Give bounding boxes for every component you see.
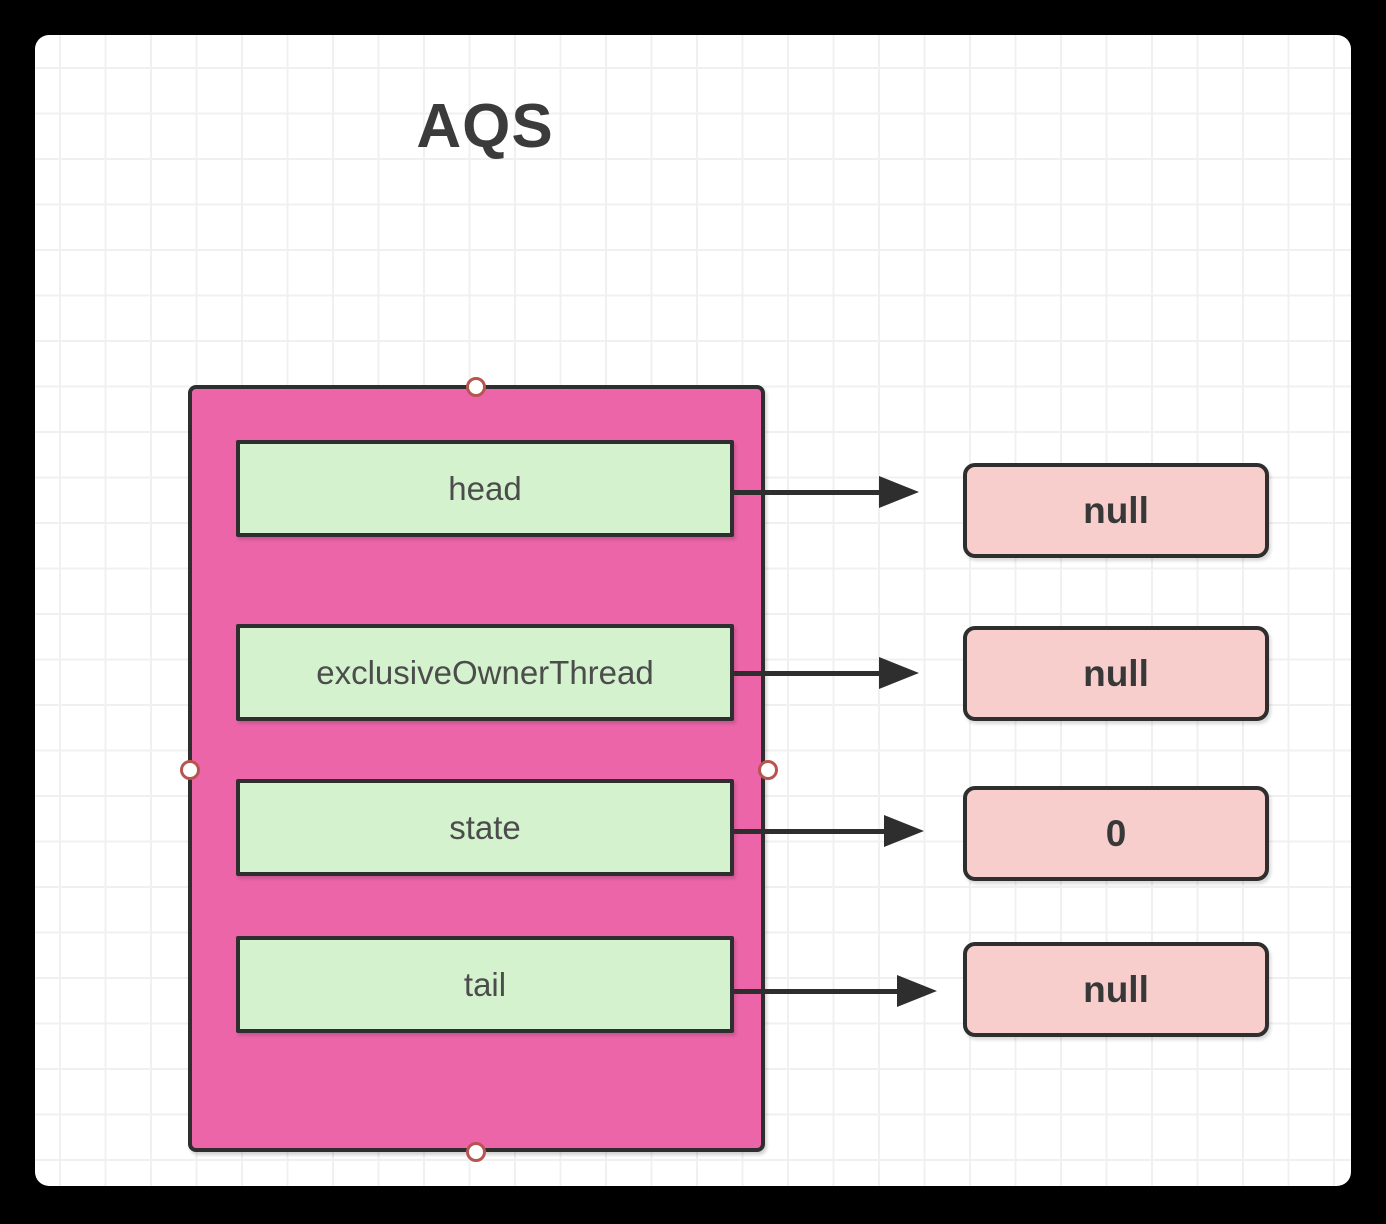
connection-handle-right[interactable] (758, 760, 778, 780)
field-shape-exclusive-owner-thread[interactable]: exclusiveOwnerThread (236, 624, 734, 721)
connection-handle-top[interactable] (466, 377, 486, 397)
connector-arrow-state[interactable] (734, 815, 924, 847)
value-shape-head[interactable]: null (963, 463, 1269, 558)
arrow-line (734, 670, 879, 676)
connection-handle-bottom[interactable] (466, 1142, 486, 1162)
field-label-head: head (448, 469, 522, 507)
field-label-exclusive-owner-thread: exclusiveOwnerThread (316, 653, 654, 691)
arrow-line (734, 828, 884, 834)
value-shape-exclusive-owner-thread[interactable]: null (963, 626, 1269, 721)
value-text-state: 0 (1105, 812, 1127, 854)
arrowhead-icon (884, 815, 924, 847)
field-shape-tail[interactable]: tail (236, 936, 734, 1033)
value-text-tail: null (1083, 968, 1149, 1010)
field-shape-head[interactable]: head (236, 440, 734, 537)
arrow-line (734, 988, 897, 994)
value-text-exclusive-owner-thread: null (1083, 652, 1149, 694)
field-label-tail: tail (463, 965, 507, 1003)
connection-handle-left[interactable] (180, 760, 200, 780)
arrowhead-icon (897, 975, 937, 1007)
field-shape-state[interactable]: state (236, 779, 734, 876)
value-shape-tail[interactable]: null (963, 942, 1269, 1037)
connector-arrow-exclusive-owner-thread[interactable] (734, 657, 919, 689)
value-shape-state[interactable]: 0 (963, 786, 1269, 881)
arrow-line (734, 489, 879, 495)
arrowhead-icon (879, 657, 919, 689)
diagram-canvas[interactable]: AQS head exclusiveOwnerThread state tail (35, 35, 1351, 1186)
diagram-title: AQS (416, 92, 554, 161)
connector-arrow-head[interactable] (734, 476, 919, 508)
field-label-state: state (449, 808, 521, 846)
value-text-head: null (1083, 489, 1149, 531)
connector-arrow-tail[interactable] (734, 975, 937, 1007)
arrowhead-icon (879, 476, 919, 508)
